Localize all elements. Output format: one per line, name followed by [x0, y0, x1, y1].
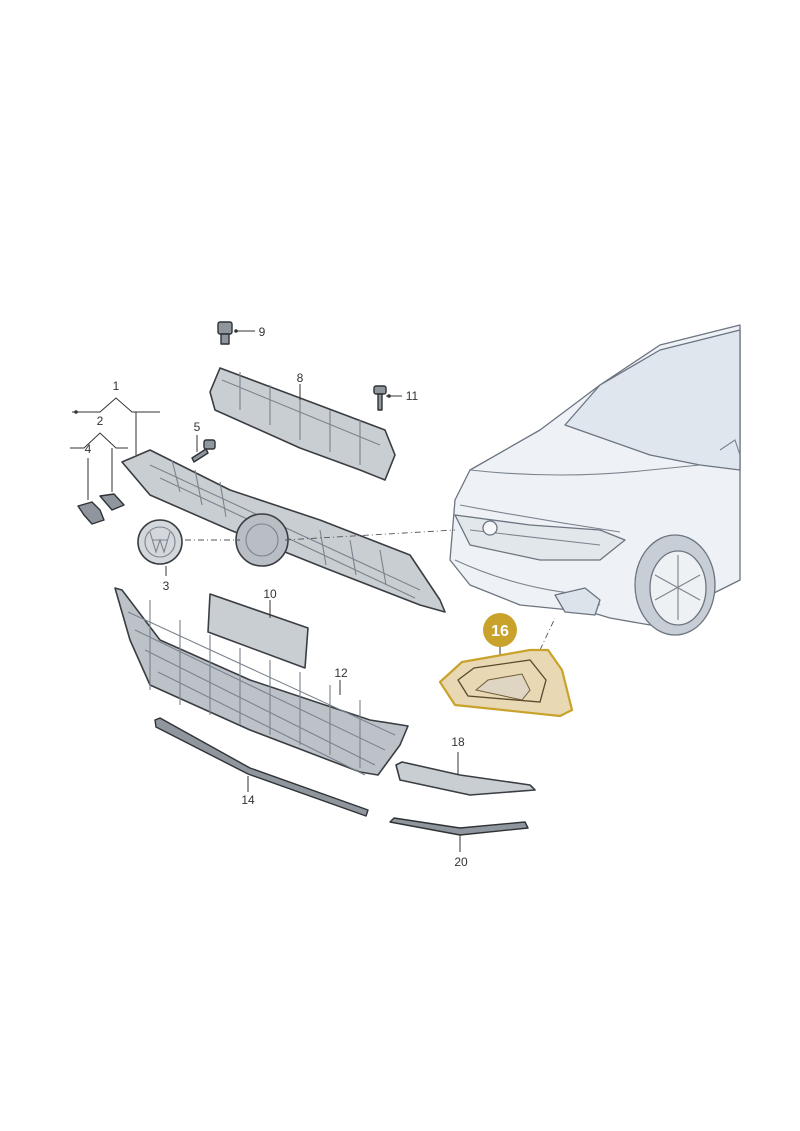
part-4-clips	[77, 458, 125, 525]
part-9-clip	[217, 321, 255, 345]
label-part-11[interactable]: 11	[406, 389, 419, 403]
label-part-10[interactable]: 10	[263, 587, 277, 601]
label-part-20[interactable]: 20	[454, 855, 468, 869]
part-16-highlighted-cover	[438, 613, 574, 718]
label-part-1[interactable]: 1	[113, 379, 120, 393]
label-part-4[interactable]: 4	[85, 442, 92, 456]
car-front-illustration	[449, 324, 741, 636]
label-part-2[interactable]: 2	[97, 414, 104, 428]
part-labels: 1 2 3 4 5 8 9 10 11 12 14 16 18 20	[85, 325, 509, 869]
label-part-3[interactable]: 3	[163, 579, 170, 593]
part-3-emblem	[137, 519, 240, 576]
label-part-12[interactable]: 12	[334, 666, 348, 680]
part-11-screw	[373, 385, 402, 411]
part-1-group-leader	[72, 397, 160, 455]
part-18-trim	[395, 752, 536, 796]
part-2-group-leader	[70, 432, 128, 492]
part-16-badge[interactable]	[483, 613, 517, 647]
label-part-5[interactable]: 5	[194, 420, 201, 434]
upper-grille	[121, 449, 456, 613]
part-8-upper-bracket	[209, 367, 396, 481]
part-20-trim	[389, 817, 529, 852]
part-12-lower-grille	[114, 587, 409, 776]
label-part-16[interactable]: 16	[491, 623, 509, 640]
label-part-18[interactable]: 18	[451, 735, 465, 749]
label-part-14[interactable]: 14	[241, 793, 255, 807]
part-10-plate-holder	[207, 593, 309, 669]
label-part-8[interactable]: 8	[297, 371, 304, 385]
label-part-9[interactable]: 9	[259, 325, 266, 339]
part-14-trim-strip	[154, 717, 369, 817]
part-5-screw	[191, 435, 216, 463]
